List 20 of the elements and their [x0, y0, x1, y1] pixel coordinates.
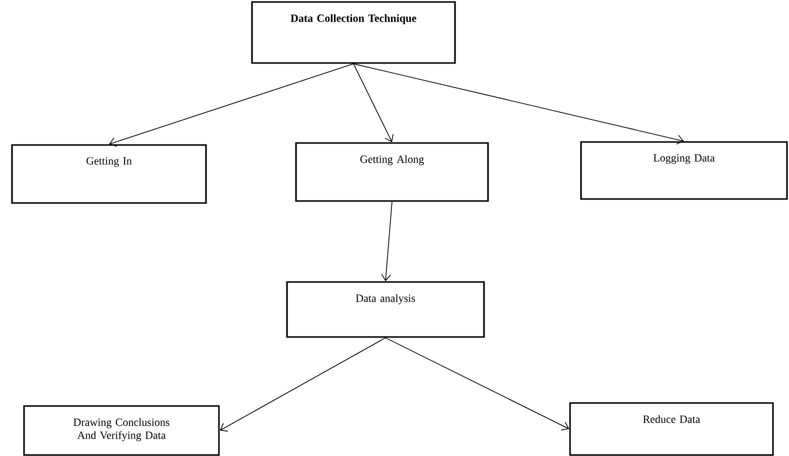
arrow: [353, 63, 394, 142]
process-box: [23, 405, 220, 456]
arrow: [353, 63, 684, 144]
box-text: Reduce Data: [643, 415, 700, 423]
heading-box: [251, 1, 456, 64]
arrow: [109, 63, 354, 147]
process-box: [580, 141, 788, 200]
box-text: Data Collection Technique: [290, 14, 416, 24]
box-text: Drawing Conclusions And Verifying Data: [74, 418, 170, 442]
box-text: Getting Along: [360, 155, 424, 166]
process-box: [286, 281, 485, 338]
arrow: [381, 201, 392, 282]
arrow: [220, 337, 386, 432]
box-text: Data analysis: [356, 294, 416, 304]
arrow: [385, 337, 570, 430]
process-box: [11, 144, 207, 204]
box-text: Logging Data: [653, 154, 715, 164]
process-box: [295, 142, 489, 202]
box-text: Getting In: [86, 157, 132, 167]
process-box: [569, 402, 774, 456]
